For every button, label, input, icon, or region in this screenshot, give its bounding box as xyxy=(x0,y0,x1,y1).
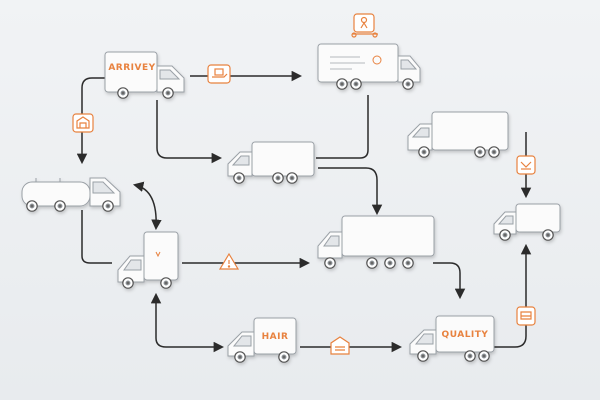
truck-label-hair: HAIR xyxy=(262,332,289,342)
person-on-truck-icon xyxy=(353,13,375,33)
truck-hair[interactable] xyxy=(227,317,297,363)
truck-van[interactable] xyxy=(117,231,179,289)
truck-tanker[interactable] xyxy=(21,177,121,212)
arrow-van-to-hair xyxy=(150,292,225,353)
truck-label-arrivey: ARRIVEY xyxy=(108,63,155,73)
arrow-center-to-quality xyxy=(433,262,466,300)
truck-quality[interactable] xyxy=(409,315,495,362)
arrow-top-truck-to-middle xyxy=(316,95,369,159)
truck-middle[interactable] xyxy=(227,141,315,184)
truck-center-large[interactable] xyxy=(317,215,435,269)
warehouse-icon xyxy=(72,113,94,133)
pallet-icon xyxy=(516,306,536,326)
warning-icon xyxy=(218,252,240,270)
truck-arrivey[interactable] xyxy=(104,51,185,99)
arrow-tanker-to-van-bottom xyxy=(81,210,112,264)
handshake-icon xyxy=(516,155,536,175)
arrow-arrivey-to-tanker xyxy=(76,77,105,165)
vehicles xyxy=(21,43,561,363)
truck-right-box[interactable] xyxy=(407,111,509,158)
arrow-arrivey-to-middle-truck xyxy=(156,100,223,164)
truck-top-center[interactable] xyxy=(317,43,421,90)
package-icon xyxy=(330,336,350,355)
truck-label-quality: QUALITY xyxy=(442,330,489,340)
arrow-quality-to-right-truck xyxy=(493,243,532,348)
arrow-to-center-truck xyxy=(318,167,383,216)
box-in-hand-icon xyxy=(207,64,231,84)
arrow-tanker-to-van xyxy=(132,181,162,231)
truck-right-small[interactable] xyxy=(493,203,561,241)
process-icons xyxy=(72,13,536,355)
